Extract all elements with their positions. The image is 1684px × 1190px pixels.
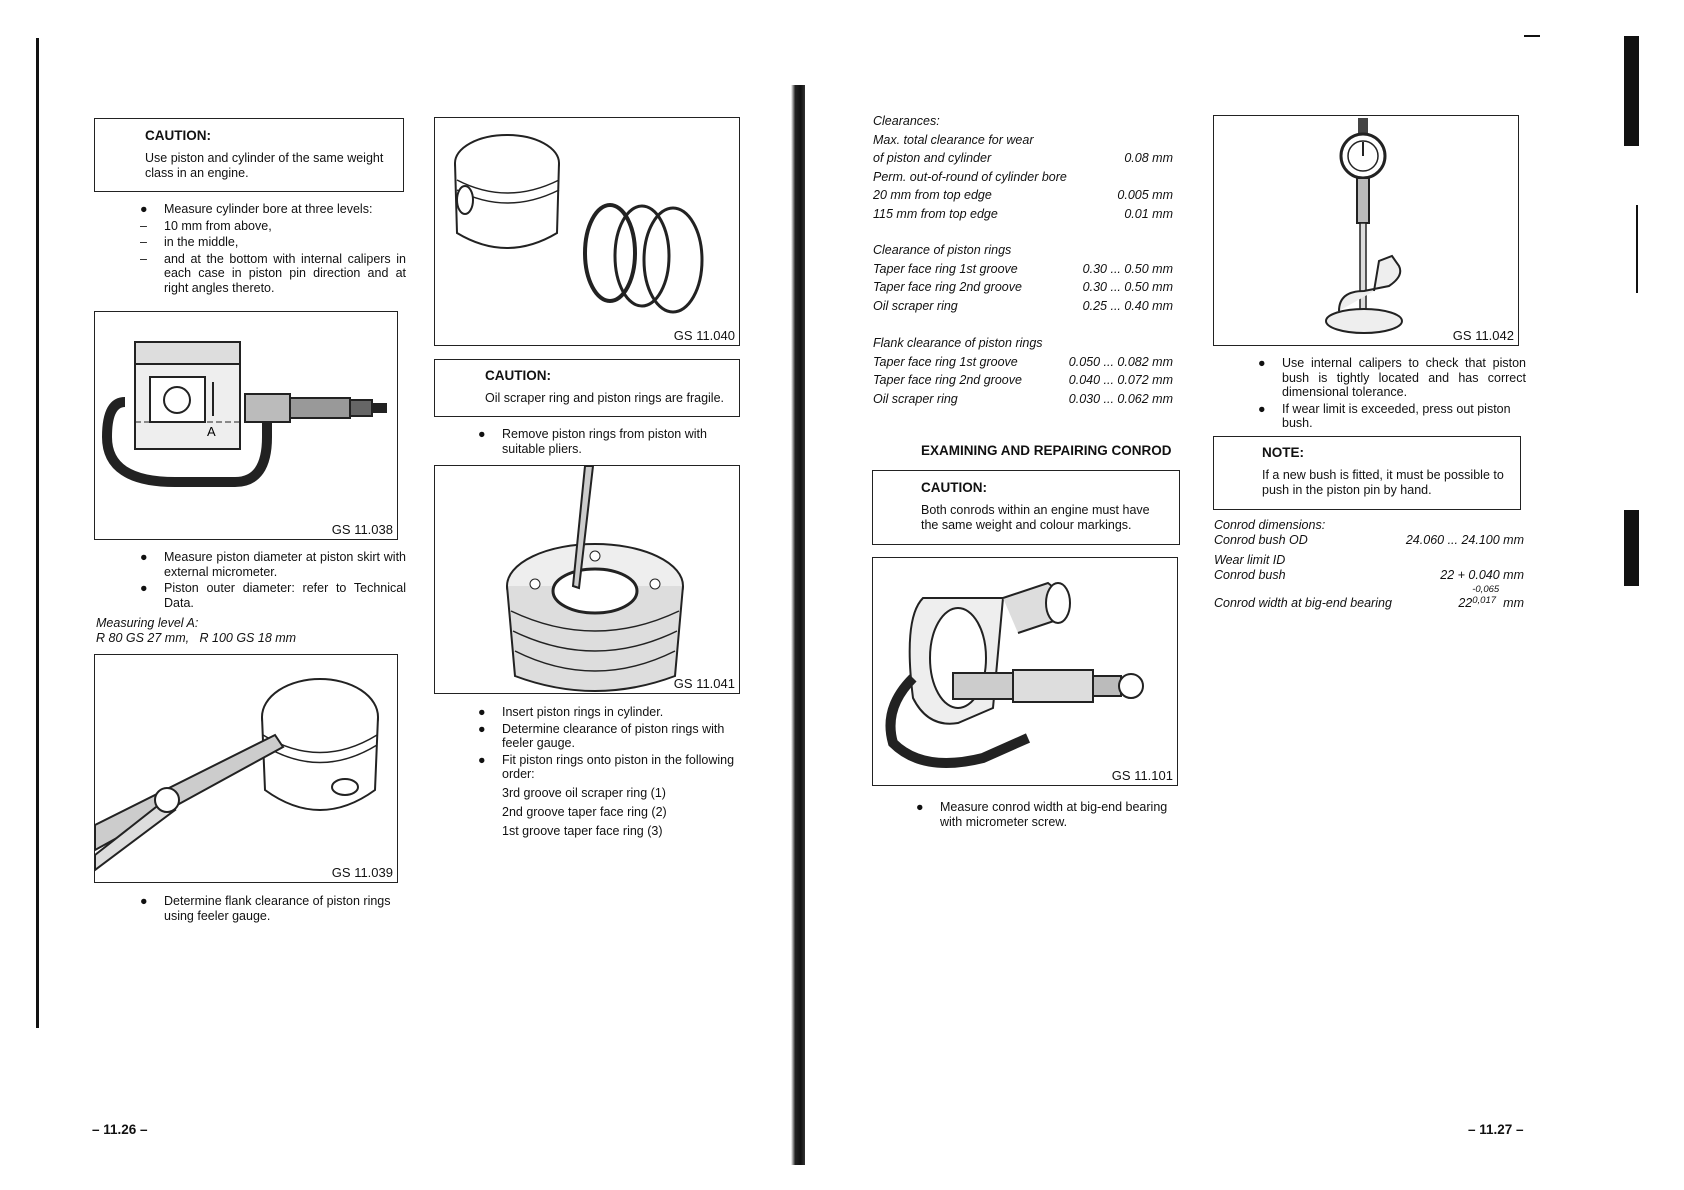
list-item: ●If wear limit is exceeded, press out pi… xyxy=(1258,401,1511,431)
list-item: ●Measure conrod width at big-end bearing… xyxy=(916,800,1168,829)
page-number-right: – 11.27 – xyxy=(1468,1122,1524,1137)
right-edge-mark-3 xyxy=(1624,510,1639,586)
conrod-micrometer-drawing xyxy=(885,581,1144,768)
right-edge-mark-1 xyxy=(1624,36,1639,146)
list-item: –in the middle, xyxy=(140,235,239,249)
conrod-width-list: ●Measure conrod width at big-end bearing… xyxy=(912,800,1184,831)
piston-micrometer-drawing: A xyxy=(101,341,387,487)
note-text: If a new bush is fitted, it must be poss… xyxy=(1262,468,1504,497)
spec-title: Clearance of piston rings xyxy=(873,243,1012,257)
caution-box-fragile: CAUTION: Oil scraper ring and piston rin… xyxy=(434,359,740,417)
list-item: ●Insert piston rings in cylinder. xyxy=(478,705,664,719)
figure-ring-in-cylinder: GS 11.041 xyxy=(434,465,740,694)
spec-row: Wear limit ID xyxy=(1214,553,1286,567)
caution-text: Oil scraper ring and piston rings are fr… xyxy=(485,391,725,405)
list-item: ●Measure piston diameter at piston skirt… xyxy=(140,550,406,579)
measuring-point-a: A xyxy=(207,424,216,439)
caution-title: CAUTION: xyxy=(921,480,987,495)
insert-rings-list: ●Insert piston rings in cylinder. ●Deter… xyxy=(474,705,746,784)
figure-label: GS 11.040 xyxy=(673,328,735,343)
spec-title: Clearances: xyxy=(873,114,940,128)
ring-clearance-spec: Clearance of piston rings Taper face rin… xyxy=(873,243,1173,317)
ring-in-cylinder-drawing xyxy=(506,466,684,692)
note-box-new-bush: NOTE: If a new bush is fitted, it must b… xyxy=(1213,436,1521,510)
caution-box-conrods: CAUTION: Both conrods within an engine m… xyxy=(872,470,1180,545)
list-item: ●Measure cylinder bore at three levels: xyxy=(140,202,373,216)
list-item: ●Fit piston rings onto piston in the fol… xyxy=(478,752,735,782)
flank-clearance-list: ●Determine flank clearance of piston rin… xyxy=(136,894,406,925)
figure-label: GS 11.042 xyxy=(1452,328,1514,343)
list-item: –10 mm from above, xyxy=(140,218,272,233)
caution-title: CAUTION: xyxy=(145,128,211,143)
spec-title: Conrod dimensions: xyxy=(1214,518,1326,532)
figure-piston-micrometer: A GS 11.038 xyxy=(94,311,398,540)
caution-text: Both conrods within an engine must have … xyxy=(921,503,1150,532)
clearances-spec: Clearances: Max. total clearance for wea… xyxy=(873,114,1173,225)
piston-rings-drawing xyxy=(454,134,704,314)
figure-label: GS 11.101 xyxy=(1111,768,1173,783)
spine-shadow xyxy=(791,85,805,1165)
list-item: –and at the bottom with internal caliper… xyxy=(140,251,406,295)
feeler-gauge-drawing xyxy=(95,678,379,872)
list-item: 1st groove taper face ring (3) xyxy=(502,824,663,838)
measuring-level-value: R 80 GS 27 mm, R 100 GS 18 mm xyxy=(96,631,297,645)
spec-row: Perm. out-of-round of cylinder bore xyxy=(873,169,1067,184)
measuring-level-title: Measuring level A: xyxy=(96,616,199,630)
top-right-dash xyxy=(1524,35,1540,37)
spec-row: Max. total clearance for wear xyxy=(873,132,1034,147)
flank-clearance-spec: Flank clearance of piston rings Taper fa… xyxy=(873,336,1173,410)
piston-diameter-list: ●Measure piston diameter at piston skirt… xyxy=(136,550,406,612)
figure-label: GS 11.038 xyxy=(331,522,393,537)
spec-row-conrod-width: Conrod width at big-end bearing 22-0,065… xyxy=(1214,584,1524,610)
list-item: ●Remove piston rings from piston with su… xyxy=(478,427,707,456)
figure-label: GS 11.041 xyxy=(673,676,735,691)
calipers-list: ●Use internal calipers to check that pis… xyxy=(1254,356,1526,433)
measure-bore-list: ●Measure cylinder bore at three levels: … xyxy=(136,202,406,297)
list-item: ●Determine clearance of piston rings wit… xyxy=(478,721,725,751)
ring-order-list: 3rd groove oil scraper ring (1) 2nd groo… xyxy=(502,784,667,841)
caution-text: Use piston and cylinder of the same weig… xyxy=(145,151,384,180)
right-edge-mark-2 xyxy=(1636,205,1638,293)
figure-label: GS 11.039 xyxy=(331,865,393,880)
note-title: NOTE: xyxy=(1262,445,1304,460)
page-number-left: – 11.26 – xyxy=(92,1122,148,1137)
internal-calipers-drawing xyxy=(1325,118,1403,334)
spec-title: Flank clearance of piston rings xyxy=(873,336,1043,350)
figure-conrod-micrometer: GS 11.101 xyxy=(872,557,1178,786)
list-item: ●Determine flank clearance of piston rin… xyxy=(140,894,391,923)
caution-title: CAUTION: xyxy=(485,368,551,383)
list-item: ●Piston outer diameter: refer to Technic… xyxy=(140,581,406,610)
left-edge-line xyxy=(36,38,39,1028)
list-item: ●Use internal calipers to check that pis… xyxy=(1258,356,1526,399)
remove-rings-list: ●Remove piston rings from piston with su… xyxy=(474,427,746,458)
list-item: 2nd groove taper face ring (2) xyxy=(502,805,667,819)
section-heading-conrod: EXAMINING AND REPAIRING CONROD xyxy=(921,443,1172,458)
figure-feeler-gauge: GS 11.039 xyxy=(94,654,398,883)
figure-internal-calipers: GS 11.042 xyxy=(1213,115,1519,346)
figure-piston-rings: GS 11.040 xyxy=(434,117,740,346)
caution-box-weight-class: CAUTION: Use piston and cylinder of the … xyxy=(94,118,404,192)
list-item: 3rd groove oil scraper ring (1) xyxy=(502,786,666,800)
